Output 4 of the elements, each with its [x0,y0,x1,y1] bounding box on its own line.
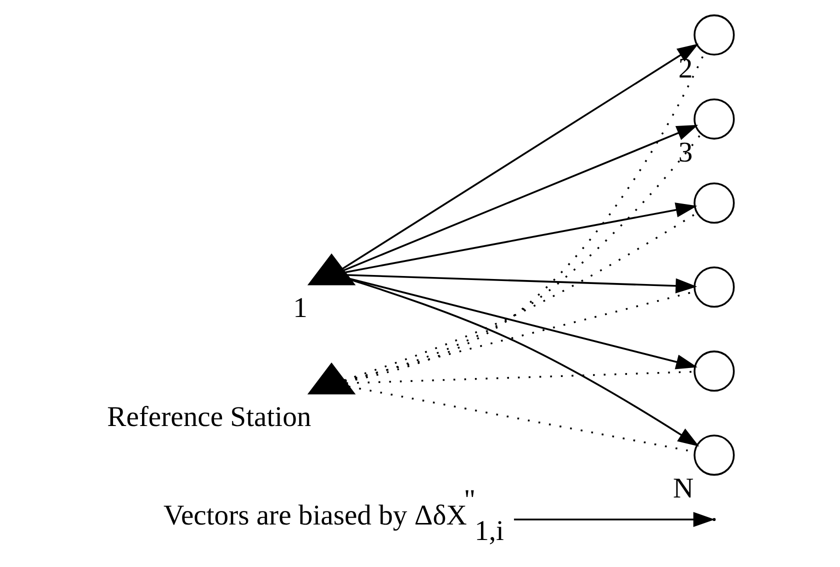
node-label: 1 [292,293,307,324]
node-label: 3 [678,138,692,169]
node-label: Reference Station [106,402,311,434]
node-label: N [672,474,694,505]
